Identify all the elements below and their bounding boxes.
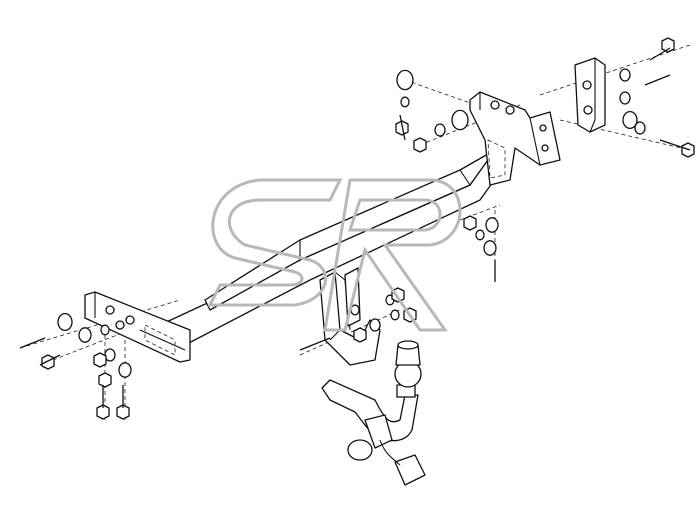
- washer-icon: [390, 309, 400, 321]
- washer-icon: [475, 229, 485, 241]
- bolt-icon: [399, 114, 406, 141]
- hex-nut-icon: [41, 354, 55, 370]
- washer-icon: [78, 327, 92, 343]
- hex-nut-icon: [661, 37, 675, 53]
- washer-icon: [634, 121, 646, 135]
- bolt-icon: [299, 337, 331, 351]
- bolt-icon: [644, 74, 671, 86]
- hitch-mount: [319, 267, 381, 366]
- washer-icon: [619, 68, 631, 82]
- washer-icon: [619, 91, 631, 105]
- washer-icon: [622, 110, 638, 130]
- left-mounting-bracket: [84, 291, 191, 363]
- hex-nut-icon: [93, 352, 107, 368]
- hex-nut-icon: [463, 215, 477, 231]
- washer-icon: [118, 362, 132, 378]
- hex-nut-icon: [413, 137, 427, 153]
- bolt-icon: [39, 354, 61, 366]
- right-mounting-bracket: [469, 91, 561, 186]
- tow-ball-neck: [321, 340, 422, 442]
- electrical-socket: [347, 414, 426, 486]
- hex-nut-icon: [353, 327, 367, 343]
- washer-icon: [396, 69, 414, 91]
- washer-icon: [483, 240, 497, 256]
- washer-icon: [485, 217, 499, 233]
- washer-icon: [451, 109, 469, 131]
- bolt-icon: [659, 139, 691, 151]
- bolt-icon: [649, 47, 671, 61]
- hex-nut-icon: [98, 372, 112, 388]
- washer-icon: [57, 312, 73, 332]
- side-plate: [574, 57, 606, 133]
- washer-icon: [100, 324, 110, 336]
- washer-icon: [369, 318, 381, 332]
- sp-watermark-logo: [207, 178, 462, 332]
- washer-icon: [400, 96, 410, 108]
- bolt-icon: [19, 337, 46, 349]
- washer-icon: [434, 123, 446, 137]
